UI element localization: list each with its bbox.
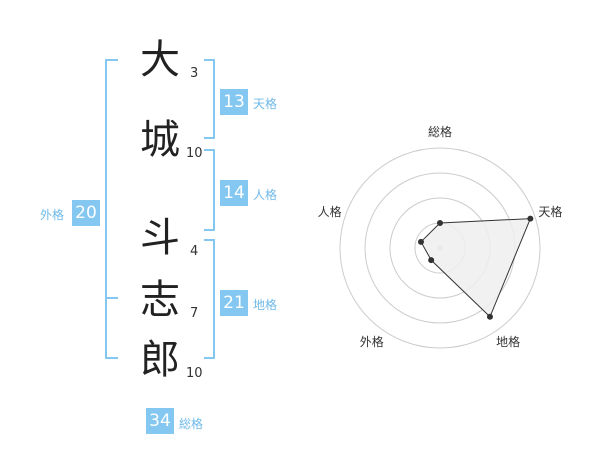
gaikaku-value: 20 bbox=[72, 200, 100, 226]
radar-axis-label-4: 人格 bbox=[318, 204, 342, 219]
tenkaku-bracket bbox=[204, 59, 215, 139]
chikaku-label: 地格 bbox=[253, 298, 278, 312]
jinkaku-label: 人格 bbox=[253, 188, 278, 202]
stroke-count-5: 10 bbox=[186, 366, 203, 381]
tenkaku-value: 13 bbox=[220, 89, 248, 115]
radar-polygon bbox=[420, 218, 532, 318]
name-char-2: 城 bbox=[140, 117, 180, 163]
soukaku-label: 総格 bbox=[179, 417, 204, 431]
radar-point-2 bbox=[486, 313, 493, 320]
stroke-count-1: 3 bbox=[190, 66, 199, 81]
soukaku-value: 34 bbox=[146, 408, 174, 434]
radar-axis-label-3: 外格 bbox=[360, 334, 384, 349]
stroke-count-3: 4 bbox=[190, 244, 199, 259]
chikaku-bracket bbox=[204, 239, 215, 359]
radar-axis-label-2: 地格 bbox=[496, 334, 520, 349]
jinkaku-bracket bbox=[204, 149, 215, 231]
radar-point-3 bbox=[428, 257, 435, 264]
outer-bracket bbox=[105, 59, 118, 359]
radar-axis-label-0: 総格 bbox=[428, 124, 452, 139]
jinkaku-value: 14 bbox=[220, 180, 248, 206]
stroke-count-2: 10 bbox=[186, 146, 203, 161]
name-char-5: 郎 bbox=[140, 337, 180, 383]
radar-point-0 bbox=[437, 220, 443, 226]
radar-point-1 bbox=[527, 215, 534, 222]
name-char-1: 大 bbox=[140, 37, 180, 83]
radar-axis-label-1: 天格 bbox=[538, 204, 562, 219]
name-char-4: 志 bbox=[140, 277, 180, 323]
chikaku-value: 21 bbox=[220, 290, 248, 316]
tenkaku-label: 天格 bbox=[253, 97, 278, 111]
stroke-count-4: 7 bbox=[190, 306, 199, 321]
gaikaku-label: 外格 bbox=[40, 208, 65, 222]
radar-point-4 bbox=[417, 238, 424, 245]
name-char-3: 斗 bbox=[140, 215, 180, 261]
radar-ring-4 bbox=[339, 147, 541, 349]
